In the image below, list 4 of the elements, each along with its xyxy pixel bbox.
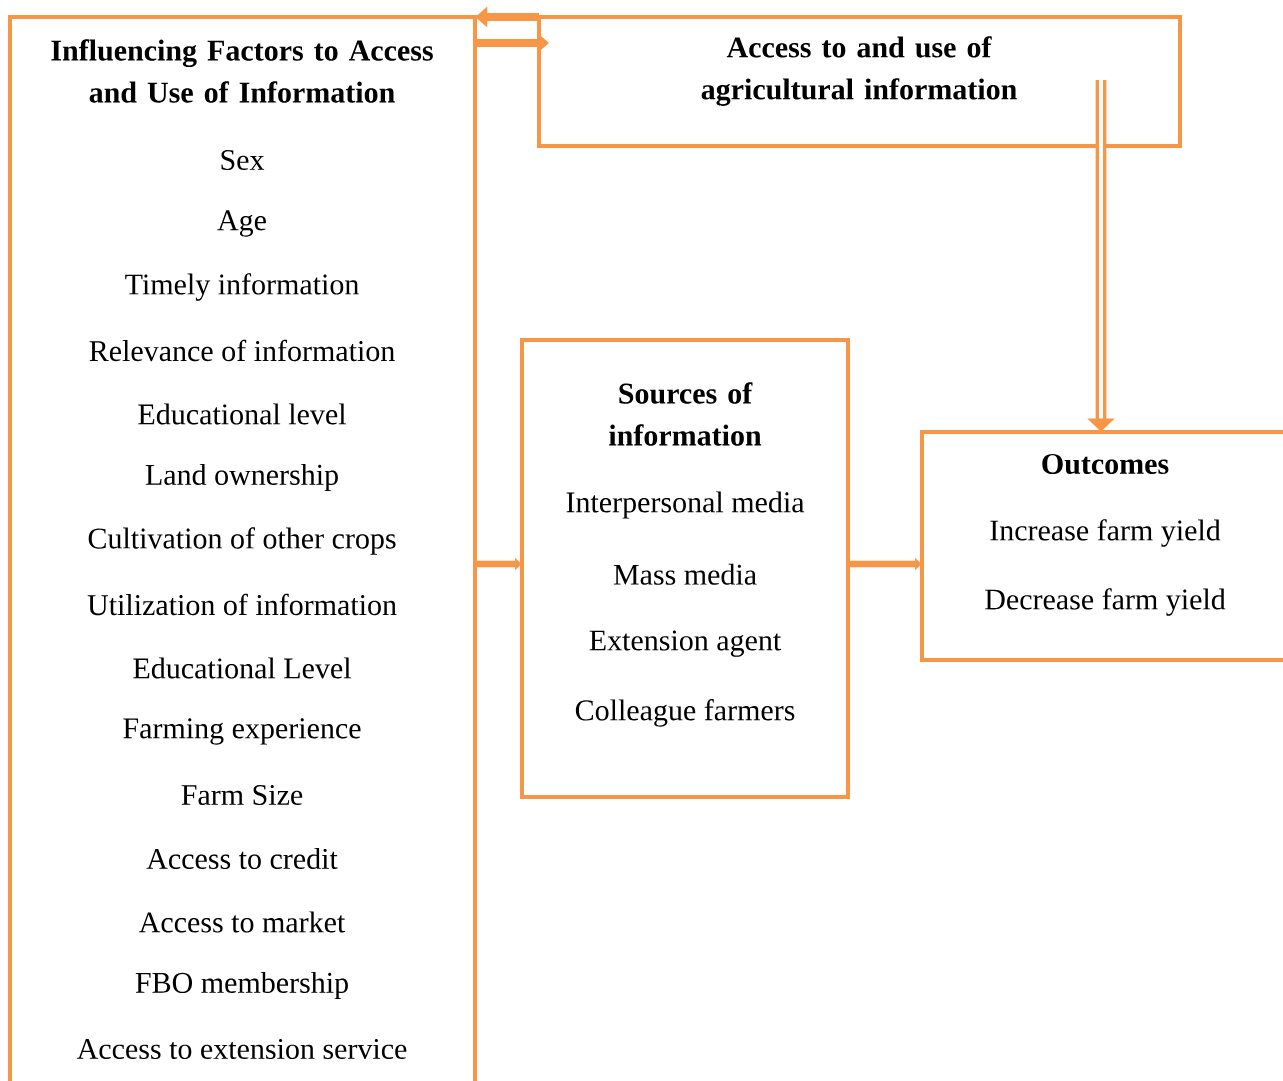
factors-box: Influencing Factors to Access and Use of Information Sex Age Timely information Relevance of information Educational level Land ownership Cultivation of other crops Utilization of information Educational Level Farming experience Farm Size Access to credit Access to market FBO membership Access to extension service	[8, 15, 477, 1081]
sources-box: Sources of information Interpersonal media Mass media Extension agent Colleague farmers	[520, 338, 850, 799]
information-box: Access to and use of agricultural information	[537, 15, 1182, 148]
outcomes-box: Outcomes Increase farm yield Decrease farm yield	[920, 430, 1283, 662]
